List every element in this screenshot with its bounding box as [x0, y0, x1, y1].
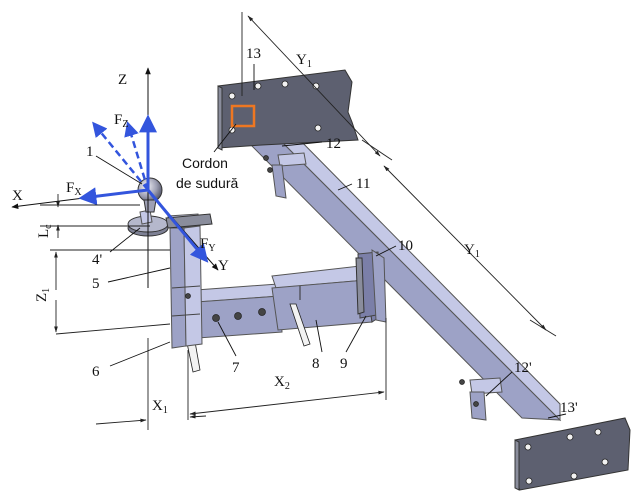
- flange-9-10: [355, 249, 387, 323]
- part-12-label: 12: [326, 136, 341, 152]
- part-13-label: 13: [246, 46, 261, 62]
- x-axis-label: X: [12, 188, 23, 204]
- weld-note-line2: de sudură: [176, 175, 238, 191]
- fx-label: FX: [66, 180, 82, 198]
- forces: [78, 114, 209, 263]
- x1-label: X1: [152, 398, 168, 416]
- part-12b-label: 12': [514, 360, 532, 376]
- part-8-label: 8: [312, 356, 320, 372]
- part-5-label: 5: [92, 276, 100, 292]
- part-4-label: 4': [92, 252, 103, 268]
- x2-label: X2: [274, 374, 290, 392]
- beam-7: [195, 283, 283, 339]
- y1-top-label: Y1: [296, 52, 312, 70]
- lc-label: Lc: [36, 224, 54, 238]
- part-6-label: 6: [92, 364, 100, 380]
- y-axis-label: Y: [218, 258, 229, 274]
- bracket-12b: [459, 377, 503, 421]
- part-13b-label: 13': [560, 400, 578, 416]
- fy-label: FY: [200, 236, 216, 254]
- part-7-label: 7: [232, 360, 240, 376]
- y1-side-label: Y1: [464, 242, 480, 260]
- part-9-label: 9: [340, 356, 348, 372]
- part-10-label: 10: [398, 238, 413, 254]
- part-11-label: 11: [356, 176, 370, 192]
- fz-label: FZ: [114, 112, 128, 130]
- weld-note-line1: Cordon: [182, 155, 228, 171]
- part-1-label: 1: [86, 144, 94, 160]
- z1-label: Z1: [34, 288, 52, 302]
- tow-ball-neck: [143, 199, 157, 213]
- z-axis-label: Z: [118, 72, 127, 88]
- plate-13b: [514, 417, 631, 491]
